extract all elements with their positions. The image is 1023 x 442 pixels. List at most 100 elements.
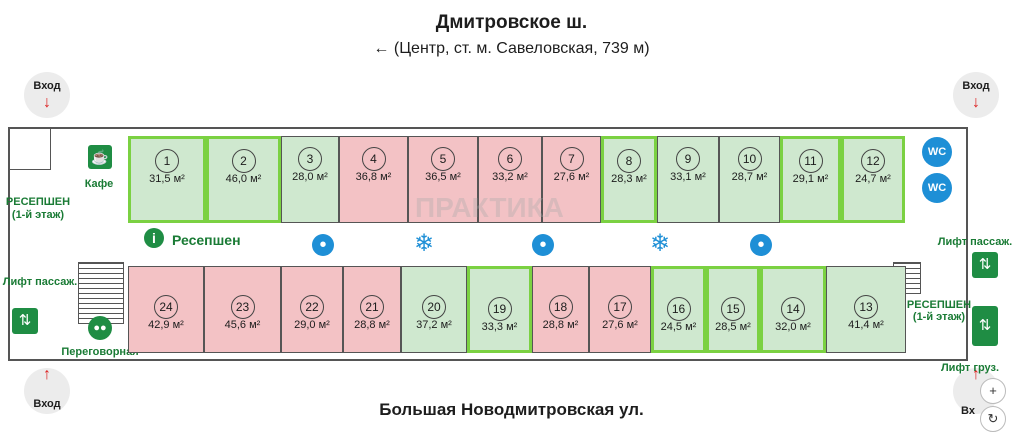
- building-outline: [8, 127, 968, 361]
- room-number: 8: [617, 149, 641, 173]
- room-number: 5: [431, 147, 455, 171]
- water-drop-icon: •: [532, 234, 554, 256]
- room-area: 29,1 м²: [792, 173, 829, 185]
- entrance-top-right: [953, 72, 999, 118]
- snowflake-icon: ❄: [650, 230, 671, 257]
- room-number: 19: [487, 297, 512, 321]
- elevator-icon: ⇅: [972, 252, 998, 278]
- room-area: 27,6 м²: [602, 319, 638, 331]
- entrance-bottom-left-label: Вход: [33, 398, 61, 410]
- room-area: 46,0 м²: [225, 173, 262, 185]
- entrance-top-left: [24, 72, 70, 118]
- room-area: 45,6 м²: [224, 319, 261, 331]
- room-number: 1: [155, 149, 179, 173]
- room-area: 33,2 м²: [492, 171, 528, 183]
- room-number: 7: [559, 147, 584, 171]
- room-area: 33,3 м²: [481, 321, 518, 333]
- right-lift-pass-label: Лифт пассаж.: [937, 236, 1013, 248]
- room-number: 11: [798, 149, 823, 173]
- room-number: 18: [548, 295, 573, 319]
- water-drop-icon: •: [750, 234, 772, 256]
- room-area: 24,5 м²: [660, 321, 697, 333]
- room-number: 17: [608, 295, 632, 319]
- wc-icon: WC: [922, 137, 952, 167]
- room-number: 24: [154, 295, 178, 319]
- left-reception-line1: РЕСЕПШЕН: [5, 196, 71, 208]
- right-lift-cargo-label: Лифт груз.: [940, 362, 1000, 374]
- street-bottom: Большая Новодмитровская ул.: [379, 400, 644, 419]
- right-reception-line1: РЕСЕПШЕН: [906, 299, 972, 311]
- room-number: 13: [854, 295, 878, 319]
- right-reception-line2: (1-й этаж): [912, 311, 966, 323]
- room-area: 32,0 м²: [775, 321, 811, 333]
- room-number: 23: [230, 295, 255, 319]
- corridor-reception-label: Ресепшен: [172, 232, 241, 248]
- room-area: 28,8 м²: [542, 319, 579, 331]
- direction-text: (Центр, ст. м. Савеловская, 739 м): [393, 40, 650, 57]
- entrance-bottom-right-label: Вх: [961, 405, 975, 417]
- room-number: 12: [861, 149, 885, 173]
- room-number: 21: [360, 295, 384, 319]
- room-area: 28,5 м²: [715, 321, 751, 333]
- entrance-top-left-label: Вход: [33, 80, 61, 92]
- room-area: 24,7 м²: [855, 173, 891, 185]
- room-area: 36,5 м²: [425, 171, 461, 183]
- room-number: 20: [422, 295, 446, 319]
- room-number: 15: [721, 297, 745, 321]
- room-area: 33,1 м²: [670, 171, 706, 183]
- arrow-up-icon: ↑: [43, 366, 51, 383]
- arrow-up-icon: ↑: [972, 366, 980, 383]
- room-area: 42,9 м²: [148, 319, 184, 331]
- info-icon: i: [144, 228, 164, 248]
- room-area: 41,4 м²: [848, 319, 884, 331]
- wc-icon: WC: [922, 173, 952, 203]
- room-area: 29,0 м²: [294, 319, 330, 331]
- meeting-room-icon: ●●: [88, 316, 112, 340]
- room-number: 22: [300, 295, 324, 319]
- room-number: 3: [298, 147, 322, 171]
- entrance-top-right-label: Вход: [962, 80, 990, 92]
- left-reception-line2: (1-й этаж): [11, 209, 65, 221]
- meeting-room-label: Переговорная: [61, 346, 139, 358]
- rotate-button[interactable]: ↻: [980, 406, 1006, 432]
- room-area: 28,0 м²: [292, 171, 328, 183]
- room-number: 6: [498, 147, 522, 171]
- room-area: 28,8 м²: [354, 319, 390, 331]
- room-area: 27,6 м²: [553, 171, 590, 183]
- elevator-icon: ⇅: [12, 308, 38, 334]
- room-area: 37,2 м²: [416, 319, 452, 331]
- zoom-in-button[interactable]: +: [980, 378, 1006, 404]
- watermark-text: ПРАКТИКА: [415, 192, 564, 223]
- room-number: 9: [676, 147, 700, 171]
- coffee-cup-icon: ☕: [88, 145, 112, 169]
- left-stair-top: [10, 129, 51, 170]
- room-number: 4: [361, 147, 386, 171]
- room-area: 28,3 м²: [611, 173, 647, 185]
- direction-line: ← (Центр, ст. м. Савеловская, 739 м): [0, 40, 1023, 58]
- entrance-bottom-left: [24, 368, 70, 414]
